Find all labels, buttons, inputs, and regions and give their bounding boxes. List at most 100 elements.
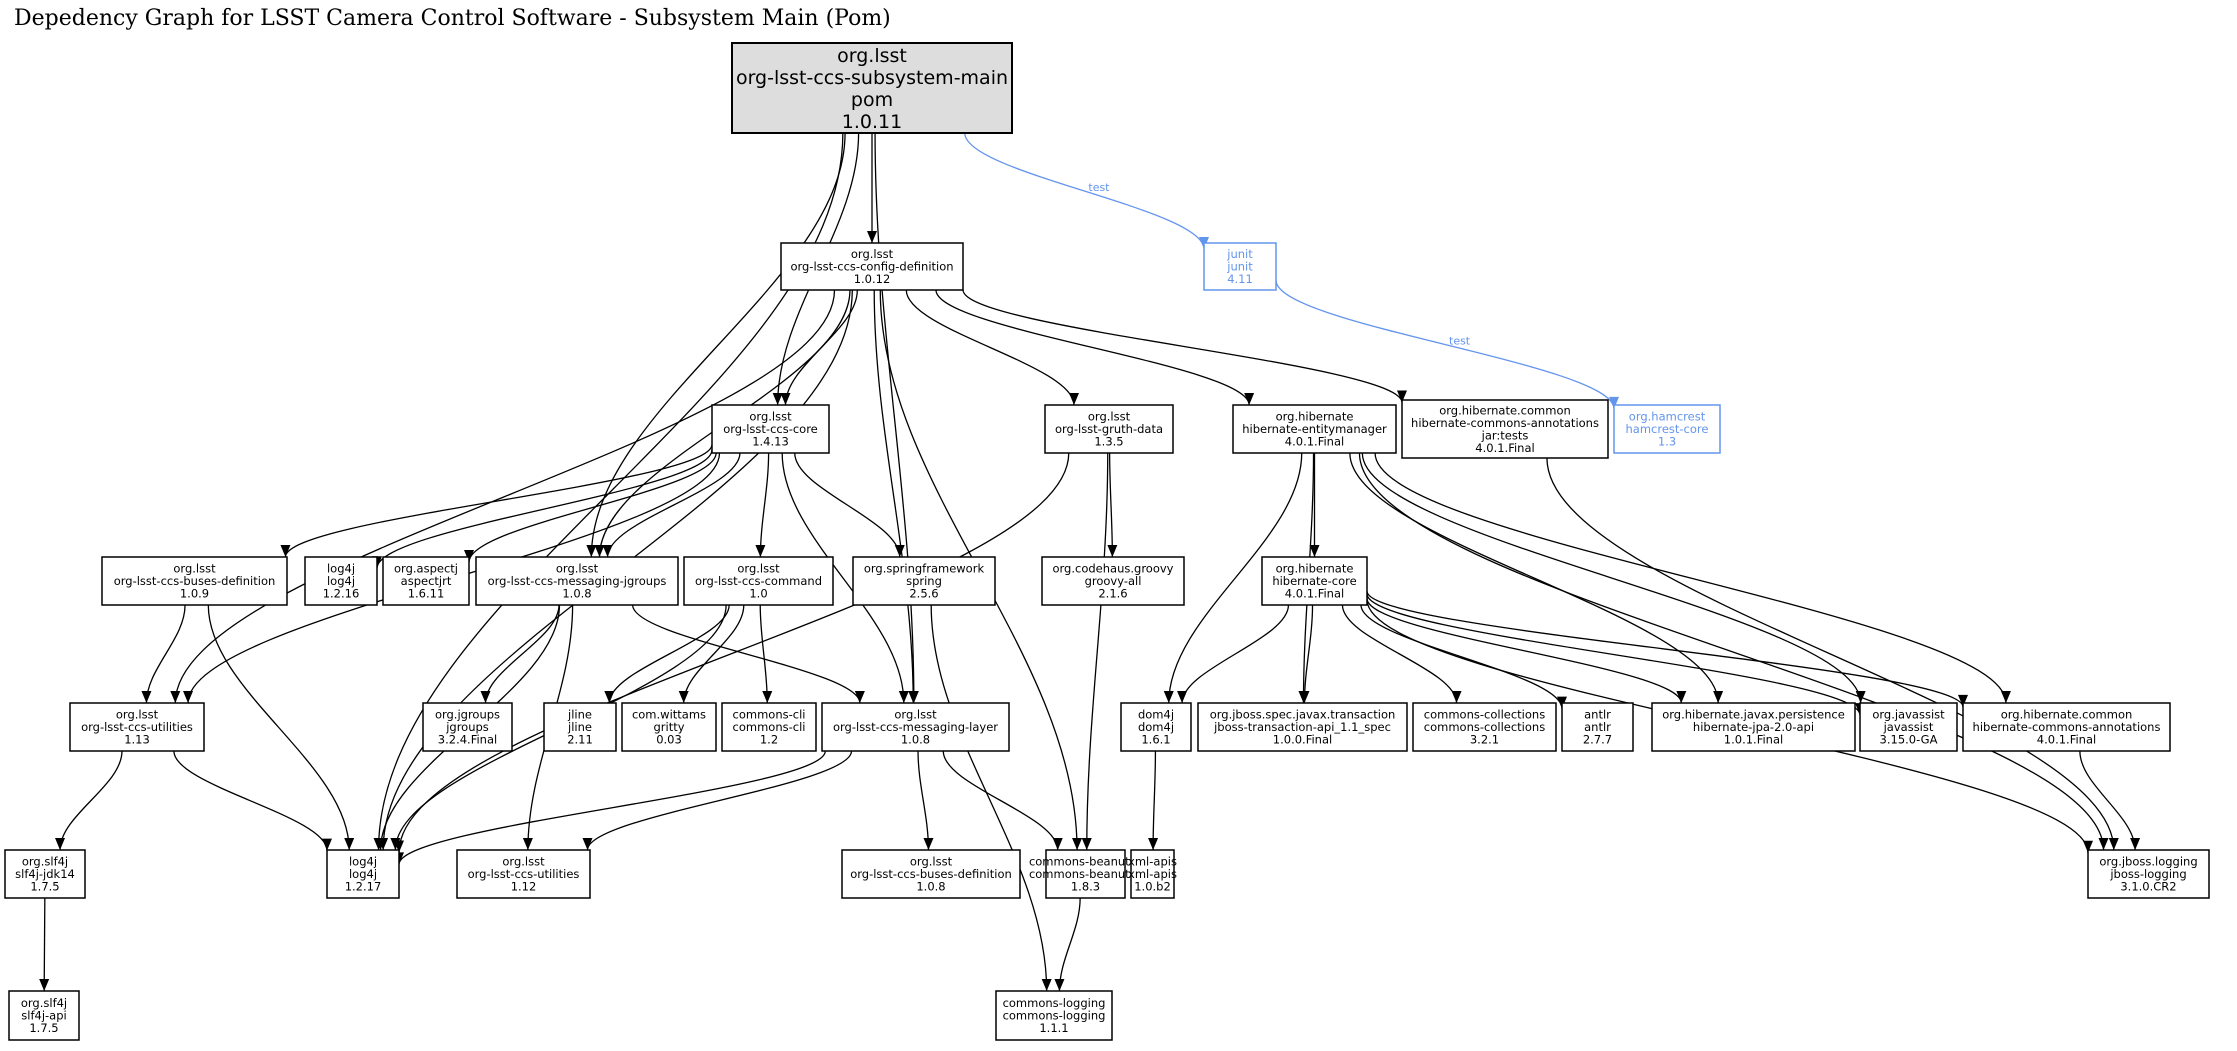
node-label-line: org.hibernate: [1276, 410, 1354, 424]
arrowhead: [755, 545, 766, 557]
node-box: [1962, 702, 2171, 752]
arrowhead: [1397, 390, 1407, 403]
node-label-line: antlr: [1584, 708, 1611, 722]
edge-gruth-to-log4j1217: [398, 452, 1070, 853]
node-label-line: xml-apis: [1128, 867, 1177, 881]
node-msglayer[interactable]: org.lsstorg-lsst-ccs-messaging-layer1.0.…: [821, 702, 1010, 752]
node-msgjgroups[interactable]: org.lsstorg-lsst-ccs-messaging-jgroups1.…: [475, 556, 679, 606]
node-label-line: org.hibernate: [1276, 562, 1354, 576]
arrowhead: [183, 691, 194, 703]
arrowhead: [141, 691, 152, 703]
node-label-line: 1.12: [511, 880, 537, 894]
node-label-line: 2.5.6: [909, 587, 938, 601]
node-label-line: dom4j: [1138, 720, 1174, 734]
node-label-line: 1.0.11: [842, 111, 902, 133]
node-config[interactable]: org.lsstorg-lsst-ccs-config-definition1.…: [780, 242, 964, 291]
node-label-line: org.aspectj: [394, 562, 458, 576]
node-label-line: javassist: [1883, 720, 1934, 734]
node-box: [1197, 702, 1408, 752]
arrowhead: [1054, 979, 1065, 991]
node-label-line: gritty: [653, 720, 684, 734]
node-box: [711, 404, 830, 454]
arrowhead: [55, 838, 66, 850]
node-label-line: org-lsst-ccs-buses-definition: [114, 574, 276, 588]
node-label-line: org.lsst: [894, 708, 937, 722]
arrowhead: [322, 838, 332, 851]
node-label-line: log4j: [349, 855, 377, 869]
node-box: [1041, 556, 1185, 606]
arrowhead: [1081, 838, 1092, 850]
node-collections[interactable]: commons-collectionscommons-collections3.…: [1412, 702, 1557, 752]
node-busesdef108[interactable]: org.lsstorg-lsst-ccs-buses-definition1.0…: [841, 849, 1021, 899]
node-jbosstx[interactable]: org.jboss.spec.javax.transactionjboss-tr…: [1197, 702, 1408, 752]
node-root[interactable]: org.lsstorg-lsst-ccs-subsystem-mainpom1.…: [731, 42, 1013, 134]
arrowhead: [923, 838, 934, 850]
node-label-line: org.jboss.logging: [2099, 855, 2197, 869]
edge-annot_tests-to-jbosslogging: [1546, 457, 2115, 851]
node-label-line: aspectjrt: [401, 574, 452, 588]
arrowhead: [1309, 545, 1320, 557]
node-box: [2087, 849, 2210, 899]
node-label-line: commons-collections: [1424, 720, 1545, 734]
node-label-line: hibernate-core: [1272, 574, 1356, 588]
node-label-line: org.lsst: [749, 410, 792, 424]
node-label-line: org-lsst-ccs-subsystem-main: [736, 67, 1008, 89]
node-label-line: org-lsst-ccs-buses-definition: [850, 867, 1012, 881]
node-label-line: pom: [851, 89, 893, 111]
node-label-line: org.lsst: [851, 247, 894, 261]
node-annot[interactable]: org.hibernate.commonhibernate-commons-an…: [1962, 702, 2171, 752]
edge-entitymanager-to-jbosslogging: [1358, 452, 2105, 851]
node-box: [1044, 404, 1174, 454]
node-label-line: org.javassist: [1872, 708, 1945, 722]
node-label-line: 1.2.16: [323, 587, 360, 601]
edge-core-to-aspectj: [468, 452, 717, 563]
node-label-line: 1.0.9: [180, 587, 209, 601]
node-label-line: org-lsst-gruth-data: [1055, 422, 1163, 436]
arrowhead: [2000, 691, 2011, 703]
node-box: [780, 242, 964, 291]
node-label-line: jline: [567, 708, 592, 722]
node-annot_tests[interactable]: org.hibernate.commonhibernate-commons-an…: [1401, 399, 1609, 459]
arrowhead: [280, 545, 291, 557]
edge-msgjgroups-to-jgroups: [484, 604, 560, 704]
node-box: [543, 702, 617, 752]
edge-annot-to-jbosslogging: [2079, 750, 2136, 851]
node-box: [1613, 404, 1721, 454]
node-busesdef109[interactable]: org.lsstorg-lsst-ccs-buses-definition1.0…: [101, 556, 288, 606]
node-label-line: commons-logging: [1003, 1009, 1106, 1023]
node-label-line: org-lsst-ccs-core: [723, 422, 818, 436]
node-entitymanager[interactable]: org.hibernatehibernate-entitymanager4.0.…: [1232, 404, 1397, 454]
node-jpa[interactable]: org.hibernate.javax.persistencehibernate…: [1651, 702, 1856, 752]
node-label-line: org-lsst-ccs-command: [695, 574, 822, 588]
node-label-line: commons-logging: [1003, 996, 1106, 1010]
edge-root-to-junit: [964, 132, 1205, 250]
node-label-line: org.slf4j: [21, 996, 67, 1010]
edge-gruth-to-beanutils: [1086, 452, 1109, 851]
